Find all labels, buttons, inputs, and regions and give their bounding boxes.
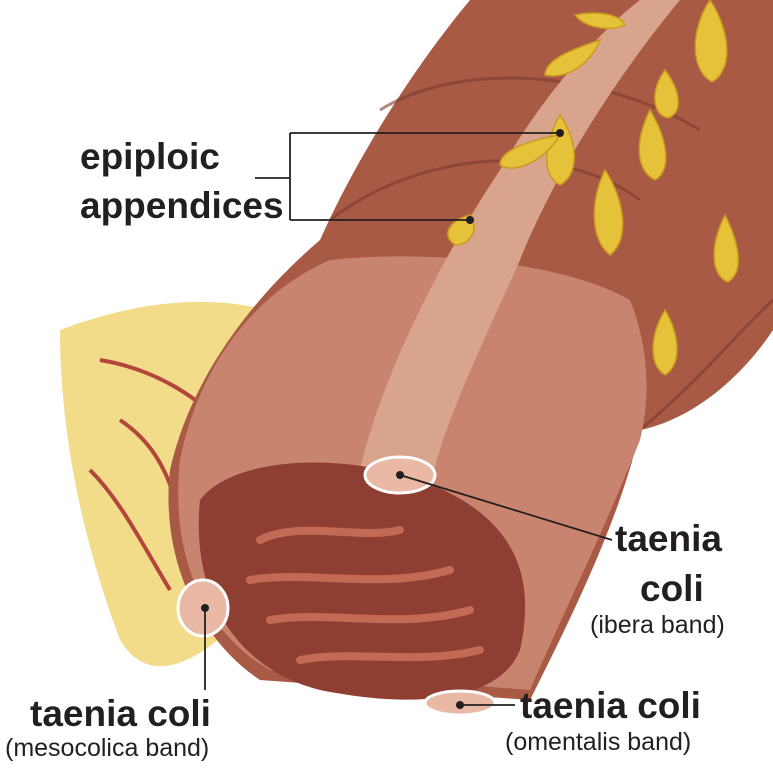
leader-lines — [204, 132, 613, 706]
label-appendices: appendices — [80, 185, 284, 226]
mucosal-folds — [246, 526, 484, 664]
label-libera-band: (ibera band) — [590, 611, 725, 639]
label-taenia-libera-2: coli — [640, 568, 704, 609]
pointer-dot — [556, 129, 564, 137]
label-mesocolica-band: (mesocolica band) — [5, 734, 210, 762]
taenia-libera-strip — [360, 0, 680, 490]
pointer-dot — [396, 471, 404, 479]
pointer-dot — [201, 604, 209, 612]
label-taenia-omentalis: taenia coli — [520, 685, 701, 726]
epiploic-appendices — [447, 0, 740, 376]
label-omentalis-band: (omentalis band) — [505, 728, 692, 756]
pointer-dot — [456, 701, 464, 709]
label-taenia-mesocolica: taenia coli — [30, 693, 211, 734]
label-epiploic: epiploic — [80, 136, 220, 177]
label-taenia-libera-1: taenia — [615, 518, 722, 559]
pointer-dot — [466, 216, 474, 224]
